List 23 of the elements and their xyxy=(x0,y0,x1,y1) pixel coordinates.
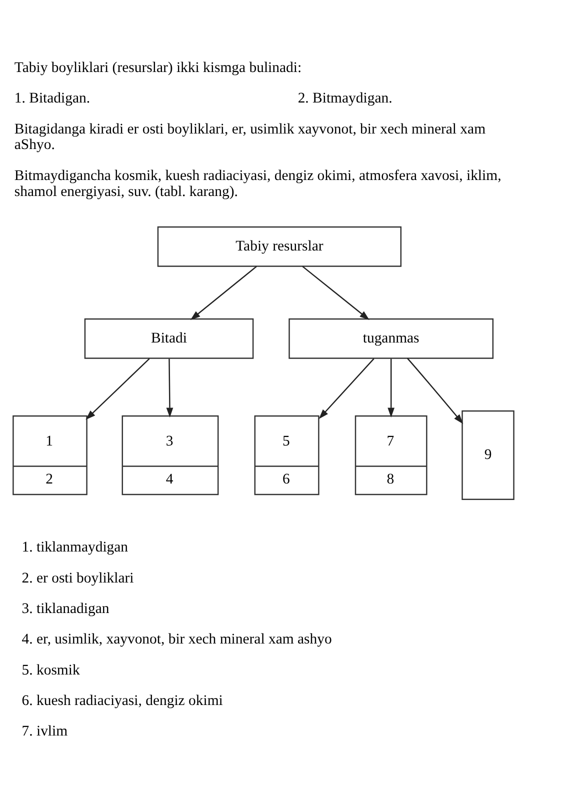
label: 2. Bitmaydigan. xyxy=(298,90,392,107)
node-box: Tabiy resurslar xyxy=(157,226,402,267)
node-box: 9 xyxy=(462,410,514,500)
node-box: tuganmas xyxy=(288,318,494,359)
label: 4. er, usimlik, xayvonot, bir xech mineral xam ashyo xyxy=(22,632,332,648)
arrow xyxy=(302,266,370,320)
label: Tabiy boyliklari (resurslar) ikki kismga bulinadi: xyxy=(14,60,302,76)
label: 6. kuesh radiaciyasi, dengiz okimi xyxy=(22,693,223,710)
label: 1. Bitadigan. xyxy=(14,90,90,107)
label: 7. ivlim xyxy=(22,724,68,740)
label: Bitmaydigancha kosmik, kuesh radiaciyasi, dengiz okimi, atmosfera xavosi, iklim, shamol energiyasi, suv. (tabl. karang). xyxy=(14,168,502,200)
arrow xyxy=(318,358,374,419)
arrow xyxy=(86,358,150,420)
node-box: Bitadi xyxy=(84,318,254,359)
label: Bitagidanga kiradi er osti boyliklari, er, usimlik xayvonot, bir xech mineral xam aShyo. xyxy=(14,121,486,154)
arrow xyxy=(190,266,257,320)
label: 1. tiklanmaydigan xyxy=(22,540,128,556)
label: 2. er osti boyliklari xyxy=(22,570,134,586)
label: 3. tiklanadigan xyxy=(22,601,110,617)
arrow xyxy=(166,358,174,418)
arrow xyxy=(388,358,395,418)
arrow xyxy=(406,358,464,424)
label: 5. kosmik xyxy=(22,662,80,678)
